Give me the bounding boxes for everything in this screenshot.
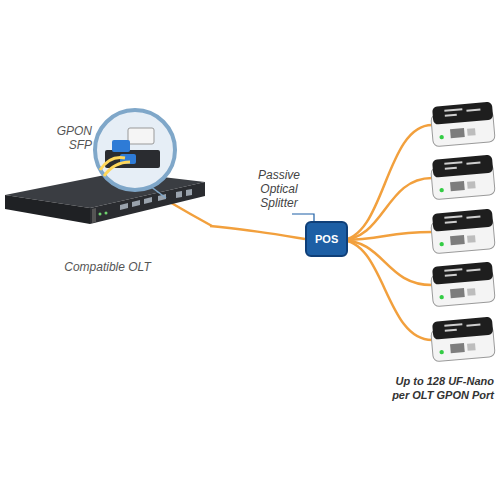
fiber-wire [168, 125, 432, 340]
fiber-cable [210, 226, 305, 239]
splitter-box: POS [305, 221, 348, 257]
olt-node: Compatible OLT [5, 172, 210, 274]
node-text: POS [315, 233, 338, 245]
sfp-callout [95, 110, 175, 198]
splitter-label: Passive Optical Splitter [248, 168, 310, 210]
node-text: Compatible OLT [5, 260, 210, 274]
leader-line [292, 214, 314, 221]
capacity-note: Up to 128 UF-Nano per OLT GPON Port [380, 374, 494, 402]
uf-nano-device [430, 102, 495, 362]
olt-device [5, 172, 205, 224]
sfp-label: GPON SFP [40, 124, 92, 152]
